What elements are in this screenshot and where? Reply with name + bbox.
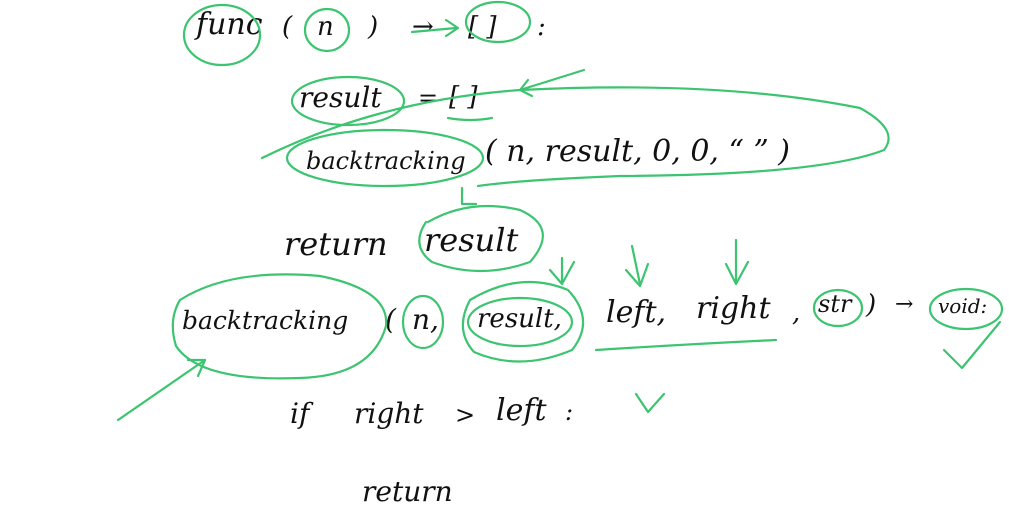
underline-left-right	[594, 338, 778, 352]
arrow-down-right	[724, 238, 750, 286]
arrow-glyph: →	[412, 12, 434, 42]
gt-sign: >	[455, 401, 476, 429]
arrow-down-result	[548, 256, 576, 286]
word-backtracking: backtracking	[306, 147, 466, 175]
arrow-left	[518, 68, 586, 98]
word-left: left	[496, 393, 547, 428]
word-return: return	[284, 225, 388, 263]
word-backtracking: backtracking	[182, 306, 349, 335]
circle-result-def-inner	[466, 296, 574, 348]
word-func: func	[196, 7, 263, 42]
param-result: result,	[477, 304, 562, 334]
circle-return-result	[418, 204, 544, 273]
param-n: n	[317, 12, 334, 42]
param-right: right	[696, 291, 771, 326]
word-if: if	[290, 397, 310, 430]
circle-func	[182, 3, 262, 67]
param-str: str	[818, 290, 852, 318]
arrow-glyph: →	[895, 292, 914, 317]
circle-list	[464, 0, 532, 44]
underline-list	[446, 116, 494, 122]
word-result: result	[424, 221, 519, 259]
paren-open: (	[282, 12, 293, 42]
word-right: right	[354, 397, 424, 430]
colon: :	[565, 398, 574, 426]
circle-n	[303, 7, 351, 53]
check-mark-void	[942, 320, 1002, 370]
word-result: result	[299, 81, 382, 114]
circle-backtracking	[285, 128, 485, 188]
circle-n-def	[401, 294, 445, 350]
param-n: n,	[412, 303, 439, 336]
tick-under-backtracking	[460, 186, 478, 206]
circle-result-def-outer	[461, 280, 585, 363]
arrow-stroke	[410, 18, 460, 38]
return-type-void: void:	[938, 294, 988, 318]
circle-result	[290, 75, 406, 127]
paren-open: (	[385, 303, 396, 336]
comma: ,	[792, 298, 801, 328]
paren-close: )	[368, 12, 379, 42]
check-mark-left	[634, 392, 666, 414]
word-return: return	[362, 475, 453, 508]
loop-args	[260, 86, 890, 188]
circle-backtracking-def	[171, 273, 388, 380]
arrow-to-backtracking	[116, 358, 207, 422]
param-left: left,	[606, 295, 667, 330]
paren-close: )	[866, 290, 877, 320]
call-args: ( n, result, 0, 0, “ ” )	[485, 134, 790, 169]
arrow-down-left	[624, 244, 650, 288]
circle-str	[812, 288, 864, 328]
colon: :	[537, 12, 546, 42]
circle-void	[928, 287, 1004, 331]
